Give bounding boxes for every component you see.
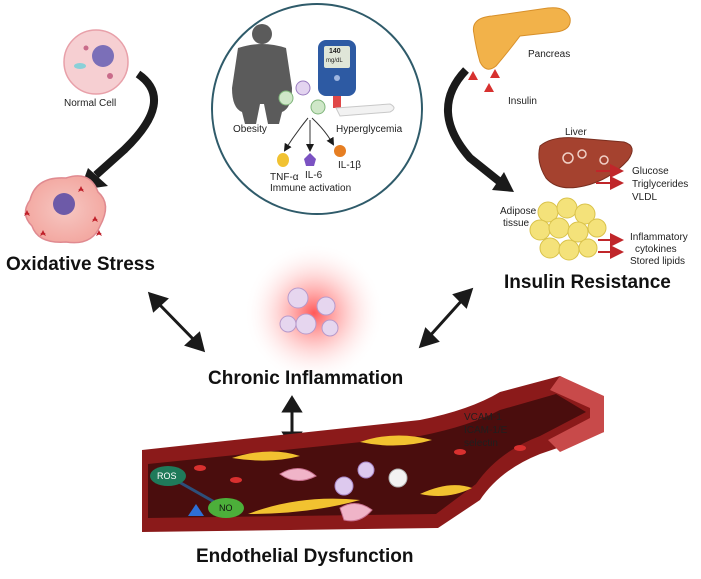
liver-output-triglycerides: Triglycerides — [632, 179, 689, 190]
center-circle — [211, 3, 423, 215]
liver-icon — [538, 137, 633, 189]
insulin-label: Insulin — [508, 96, 537, 107]
adipose-output-inflammatory: Inflammatory — [630, 232, 688, 243]
immune-activation-label: Immune activation — [270, 183, 352, 194]
liver-output-arrows — [596, 164, 624, 190]
ros-badge — [150, 466, 186, 486]
il1b-label: IL-1β — [338, 160, 361, 171]
adipose-output-cytokines: cytokines — [635, 244, 677, 255]
immune-cell-icon — [278, 90, 294, 106]
tnf-label: TNF-α — [270, 172, 299, 183]
blood-vessel — [142, 376, 604, 532]
normal-cell-icon — [63, 29, 129, 95]
adipose-label-line1: Adipose — [500, 206, 537, 217]
liver-label: Liver — [565, 127, 587, 138]
adipose-output-stored-lipids: Stored lipids — [630, 256, 686, 267]
ros-no-balance — [150, 466, 244, 518]
ros-label: ROS — [157, 471, 177, 481]
immune-cell-icon — [295, 80, 311, 96]
arrowhead-pancreas-to-resistance — [492, 172, 514, 192]
liver-output-glucose: Glucose — [632, 166, 669, 177]
chronic-inflammation-title: Chronic Inflammation — [208, 368, 404, 389]
normal-cell-label: Normal Cell — [64, 98, 117, 109]
adipose-label-line2: tissue — [503, 218, 530, 229]
pancreas-icon — [472, 7, 571, 70]
il6-cytokine-icon — [304, 153, 316, 166]
adipose-output-arrows — [598, 233, 624, 259]
insulin-icon — [468, 69, 500, 92]
il6-label: IL-6 — [305, 170, 323, 181]
obesity-figure-icon — [232, 24, 292, 124]
glucometer-icon — [318, 40, 395, 117]
glucometer-unit: mg/dL — [326, 58, 343, 64]
no-badge — [208, 498, 244, 518]
il1b-cytokine-icon — [334, 145, 346, 157]
insulin-resistance-title: Insulin Resistance — [504, 272, 671, 293]
arrow-resistance-inflammation — [418, 287, 474, 349]
oxidative-stress-title: Oxidative Stress — [6, 254, 155, 275]
adipose-tissue-icon — [529, 197, 607, 261]
selectin-label: selectin — [464, 438, 498, 449]
hyperglycemia-label: Hyperglycemia — [336, 124, 403, 135]
obesity-label: Obesity — [233, 124, 267, 135]
liver-output-vldl: VLDL — [632, 192, 658, 203]
arrow-pancreas-to-resistance — [443, 67, 503, 186]
arrow-stress-inflammation — [147, 291, 206, 353]
stressed-cell-icon — [24, 175, 107, 244]
icam-label: ICAM-1/E — [464, 425, 508, 436]
glucometer-reading: 140 — [329, 48, 341, 55]
immune-cell-icon — [310, 99, 326, 115]
no-label: NO — [219, 503, 233, 513]
inflammation-cells-icon — [244, 243, 384, 383]
tnf-cytokine-icon — [277, 153, 289, 167]
vcam-label: VCAM-1 — [464, 412, 502, 423]
pancreas-label: Pancreas — [528, 49, 571, 60]
arrow-normal-to-stress — [93, 70, 158, 178]
endothelial-dysfunction-title: Endothelial Dysfunction — [196, 546, 414, 567]
